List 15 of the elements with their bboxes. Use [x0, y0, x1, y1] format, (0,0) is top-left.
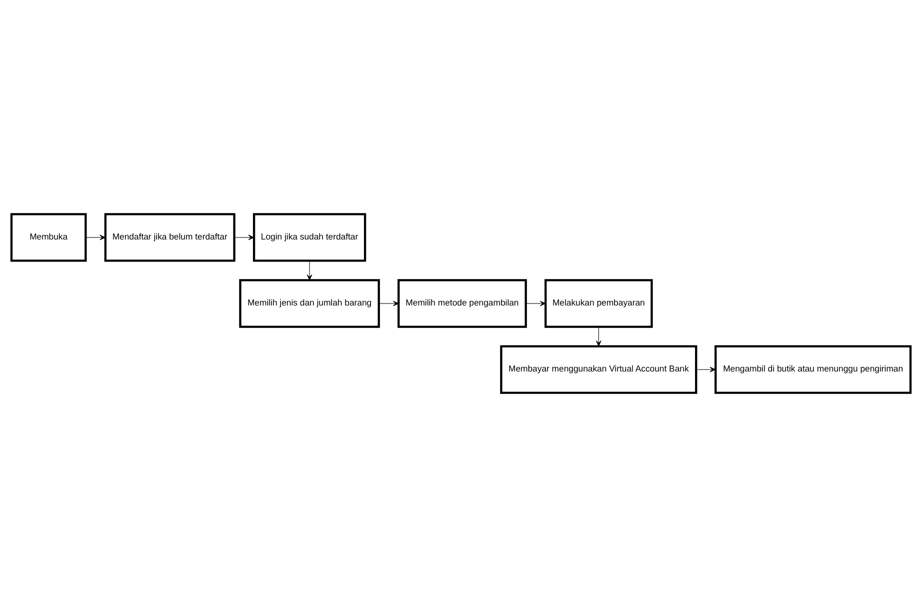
- arrow: [306, 260, 312, 280]
- node-box: Membuka: [10, 213, 87, 262]
- arrow: [378, 300, 399, 306]
- node-box: Mendaftar jika belum terdaftar: [104, 213, 236, 262]
- arrow: [696, 366, 716, 372]
- node-box: Login jika sudah terdaftar: [252, 213, 366, 262]
- node-box: Mengambil di butik atau menunggu pengiriman: [714, 345, 912, 394]
- arrow: [234, 234, 254, 240]
- arrow: [86, 234, 106, 240]
- node-box: Membayar menggunakan Virtual Account Bank: [500, 345, 698, 394]
- node-box: Memilih jenis dan jumlah barang: [239, 279, 380, 328]
- node-box: Melakukan pembayaran: [544, 279, 653, 328]
- node-box: Memilih metode pengambilan: [398, 279, 527, 328]
- arrow: [596, 326, 602, 346]
- arrow: [526, 300, 546, 306]
